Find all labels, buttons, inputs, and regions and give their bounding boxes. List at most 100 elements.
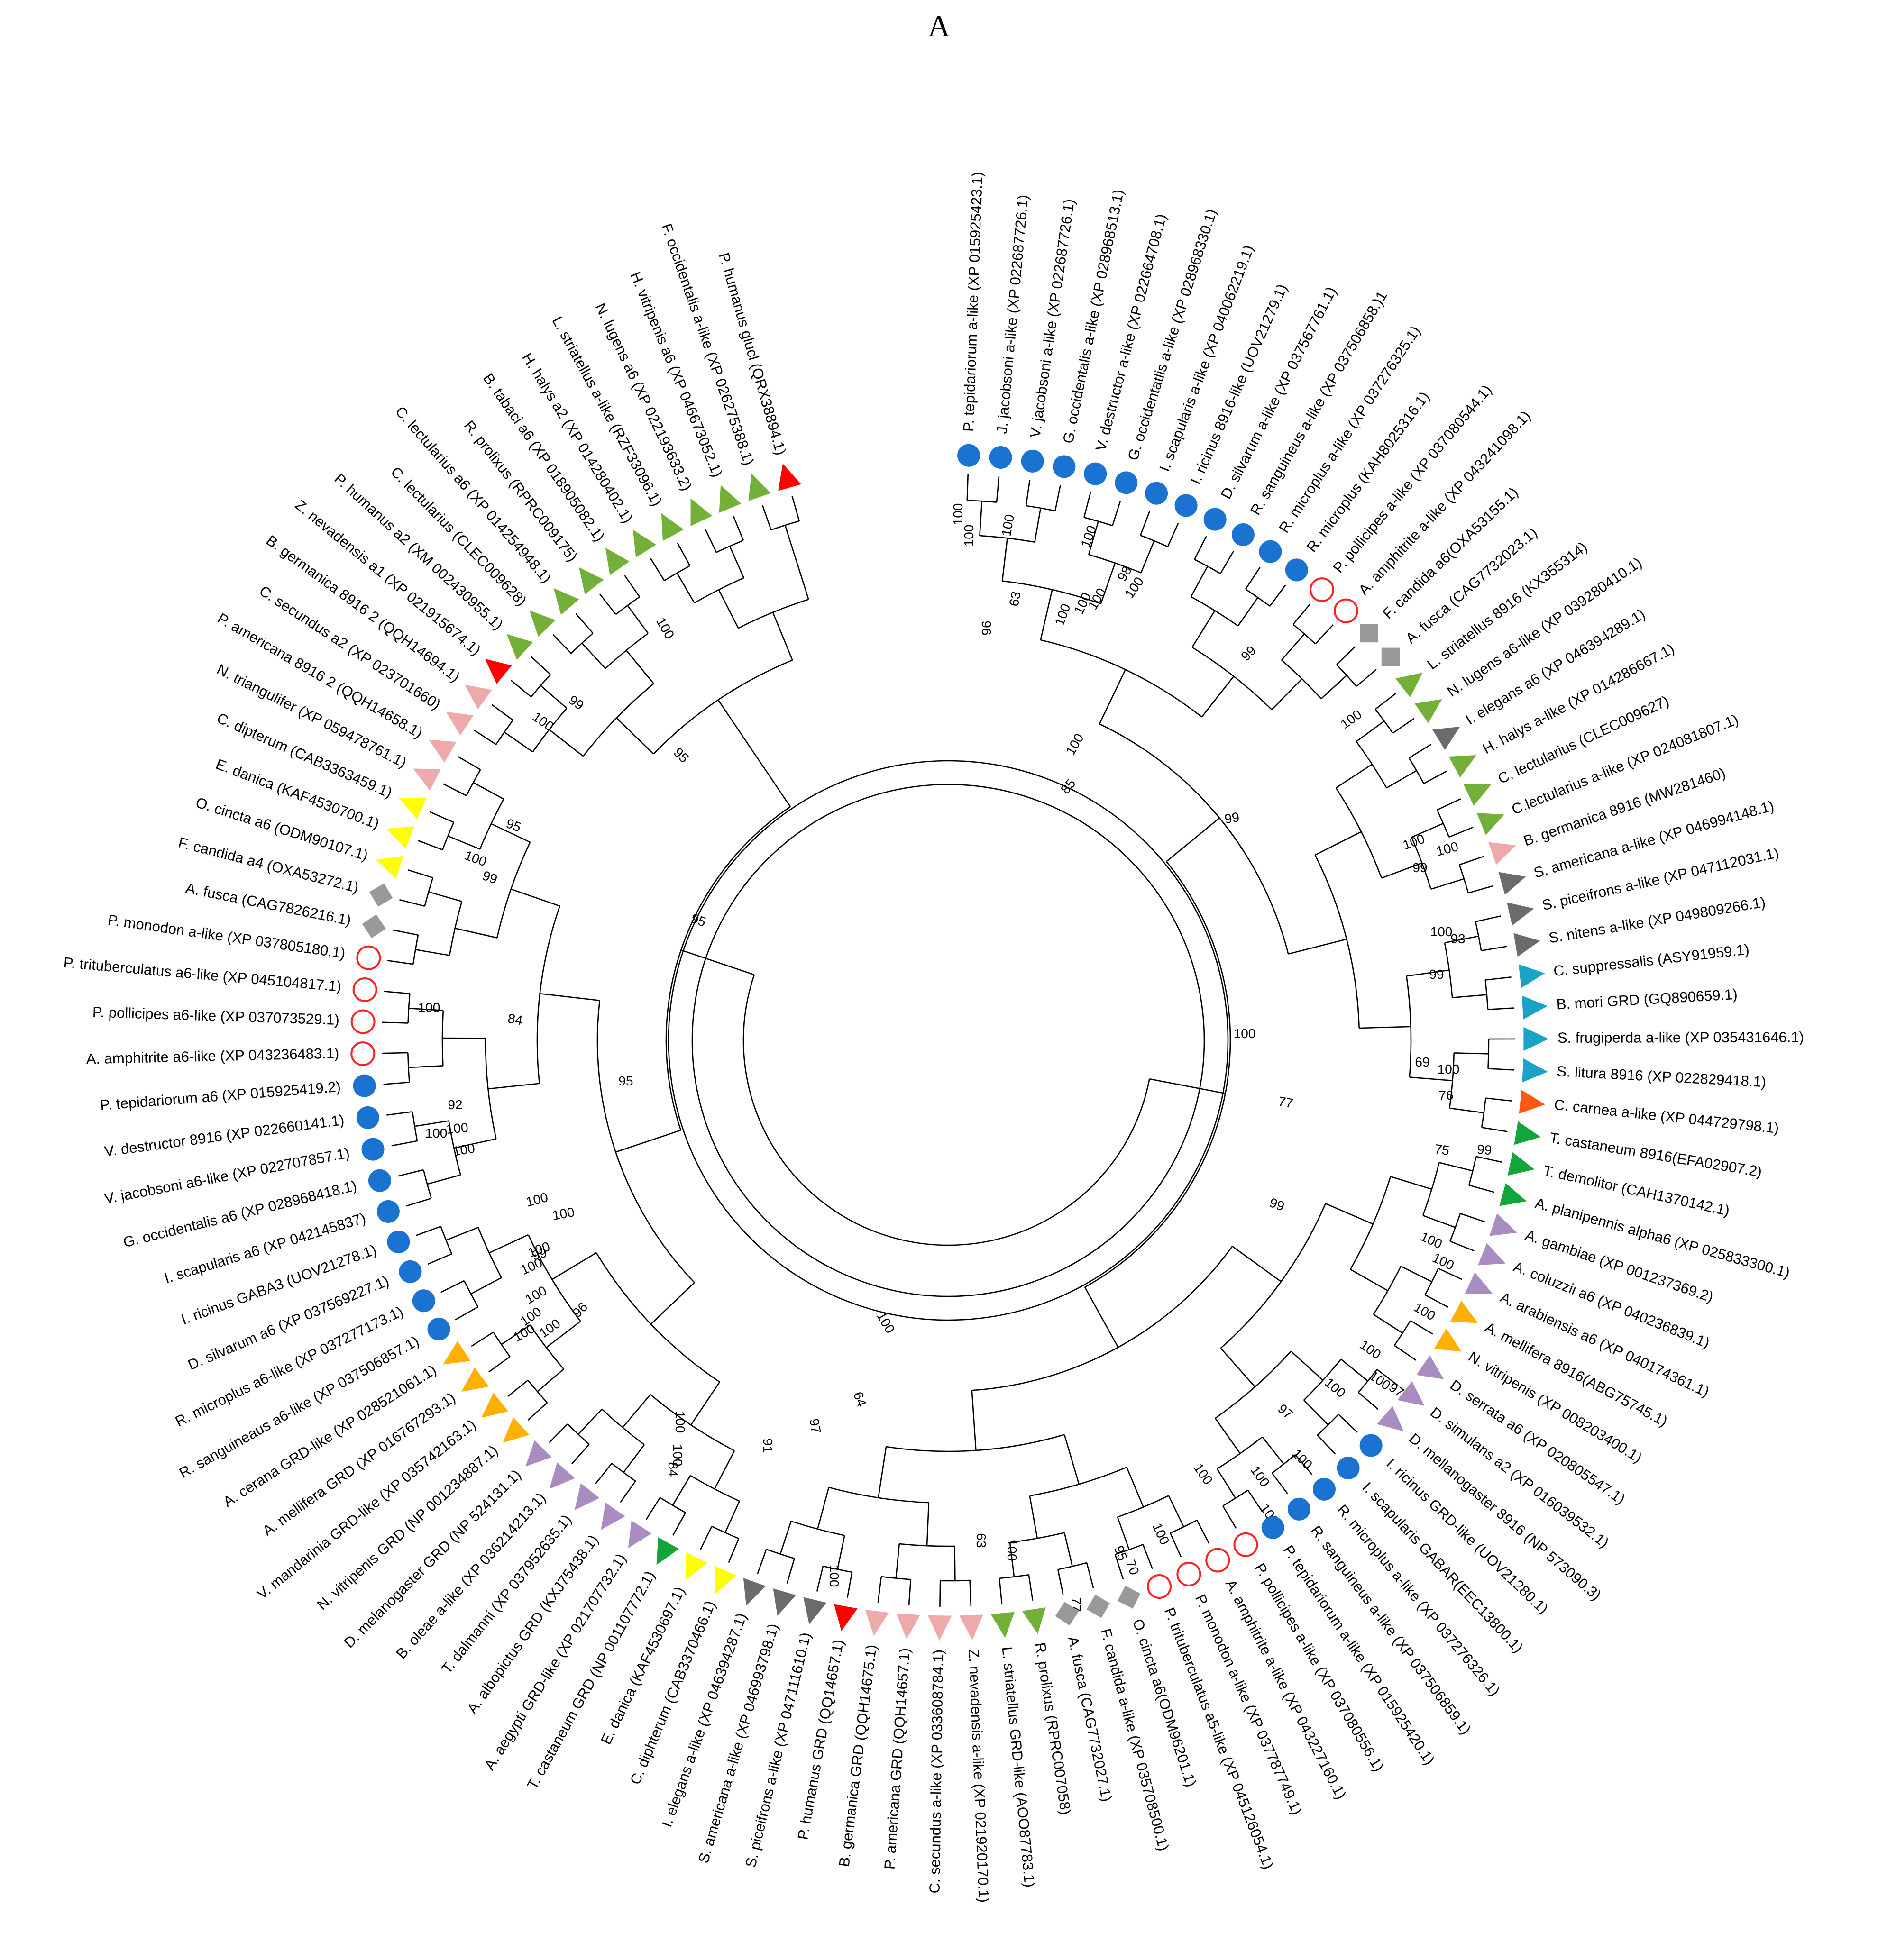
triangle-marker-icon xyxy=(525,1440,552,1467)
filled-circle-marker-icon xyxy=(387,1230,410,1253)
filled-circle-marker-icon xyxy=(376,1200,400,1223)
bootstrap-value: 99 xyxy=(480,868,499,887)
filled-circle-marker-icon xyxy=(1053,455,1076,478)
bootstrap-value: 85 xyxy=(1058,776,1079,797)
triangle-marker-icon xyxy=(579,567,604,594)
bootstrap-value: 100 xyxy=(1063,731,1087,757)
bootstrap-value: 95 xyxy=(618,1074,633,1088)
leaf-label: J. jacobsoni a-like (XP 022687726.1) xyxy=(993,194,1031,434)
triangle-marker-icon xyxy=(990,1612,1015,1638)
panel-label: A xyxy=(927,9,951,44)
leaf-label: R. prolixus (RPRC007058) xyxy=(1032,1641,1074,1816)
open-circle-marker-icon xyxy=(1233,1532,1258,1557)
bootstrap-value: 100 xyxy=(1234,1026,1256,1041)
filled-circle-marker-icon xyxy=(1337,1457,1360,1480)
open-circle-marker-icon xyxy=(1176,1561,1201,1586)
filled-circle-marker-icon xyxy=(1285,558,1308,582)
bootstrap-value: 100 xyxy=(1401,831,1427,853)
bootstrap-value: 97 xyxy=(1275,1401,1296,1422)
triangle-marker-icon xyxy=(529,610,556,637)
leaf-label: P. trituberculatus a6-like (XP 045104817… xyxy=(63,954,342,995)
leaf-node: J. jacobsoni a-like (XP 022687726.1) xyxy=(989,194,1032,469)
bootstrap-value: 93 xyxy=(1450,931,1465,946)
triangle-marker-icon xyxy=(1498,872,1526,895)
leaf-node: C. carnea a-like (XP 044729798.1) xyxy=(1519,1090,1780,1137)
leaf-label: A. amphitrite a6-like (XP 043236483.1) xyxy=(86,1045,339,1067)
triangle-marker-icon xyxy=(719,485,742,513)
triangle-marker-icon xyxy=(1450,1301,1478,1323)
triangle-marker-icon xyxy=(656,1537,679,1565)
leaf-node: P. pollicipes a6-like (XP 037073529.1) xyxy=(92,1003,376,1034)
triangle-marker-icon xyxy=(386,826,414,849)
bootstrap-value: 100 xyxy=(463,848,489,869)
triangle-marker-icon xyxy=(461,1367,489,1392)
bootstrap-value: 100 xyxy=(518,1304,544,1329)
bootstrap-value: 100 xyxy=(537,1316,563,1340)
leaf-label: F. candida a-like (XP 035708500.1) xyxy=(1098,1627,1173,1853)
triangle-marker-icon xyxy=(376,856,403,879)
bootstrap-value: 99 xyxy=(1223,810,1240,827)
filled-circle-marker-icon xyxy=(1021,449,1044,473)
bootstrap-value: 76 xyxy=(1438,1088,1453,1103)
bootstrap-value: 64 xyxy=(851,1390,870,1409)
leaf-node: A. amphitrite a6-like (XP 043236483.1) xyxy=(86,1041,376,1067)
triangle-marker-icon xyxy=(1463,784,1492,806)
filled-circle-marker-icon xyxy=(957,444,980,467)
bootstrap-value: 100 xyxy=(524,1190,550,1210)
bootstrap-value: 63 xyxy=(974,1533,989,1548)
bootstrap-value: 100 xyxy=(962,525,976,547)
triangle-marker-icon xyxy=(1432,726,1460,750)
triangle-marker-icon xyxy=(1448,755,1476,778)
leaf-node: D. melanogaster GRD (NP 524131.1) xyxy=(341,1440,552,1651)
triangle-marker-icon xyxy=(628,1521,652,1549)
leaf-label: C. carnea a-like (XP 044729798.1) xyxy=(1553,1096,1780,1137)
tree-branches xyxy=(382,474,1515,1607)
bootstrap-value: 100 xyxy=(1078,523,1099,549)
bootstrap-value: 99 xyxy=(1412,860,1427,875)
triangle-marker-icon xyxy=(503,1417,530,1443)
triangle-marker-icon xyxy=(1507,1152,1535,1176)
triangle-marker-icon xyxy=(1523,1027,1549,1051)
leaf-label: S. americana a-like (XP 046993798.1) xyxy=(695,1622,782,1865)
leaf-label: A. planipennis alpha6 (XP 025833300.1) xyxy=(1533,1194,1792,1281)
triangle-marker-icon xyxy=(1476,812,1505,835)
triangle-marker-icon xyxy=(1434,1328,1462,1352)
filled-circle-marker-icon xyxy=(1115,471,1138,494)
leaf-node: P. tepidariorum a-like (XP 015925423.1) xyxy=(957,172,986,467)
bootstrap-value: 100 xyxy=(999,513,1017,538)
filled-circle-marker-icon xyxy=(1174,494,1198,517)
triangle-marker-icon xyxy=(465,684,492,710)
triangle-marker-icon xyxy=(485,658,512,684)
square-marker-icon xyxy=(1381,647,1400,666)
leaf-label: P. tepidariorum a6 (XP 015925419.2) xyxy=(100,1078,341,1113)
bootstrap-value: 100 xyxy=(670,1444,685,1467)
leaf-label: B. mori GRD (GQ890659.1) xyxy=(1556,986,1738,1013)
leaf-node: L. striatellus GRD-like (AOO87783.1) xyxy=(990,1612,1038,1888)
bootstrap-value: 99 xyxy=(1238,643,1259,664)
triangle-marker-icon xyxy=(1416,1355,1444,1379)
triangle-marker-icon xyxy=(506,634,533,660)
triangle-marker-icon xyxy=(1377,1406,1404,1431)
leaf-node: S. frugiperda a-like (XP 035431646.1) xyxy=(1523,1027,1804,1051)
open-circle-marker-icon xyxy=(350,1009,376,1034)
triangle-marker-icon xyxy=(1488,842,1516,865)
diamond-marker-icon xyxy=(369,883,393,907)
bootstrap-value: 95 xyxy=(689,911,708,930)
triangle-marker-icon xyxy=(1397,1381,1425,1406)
diamond-marker-icon xyxy=(1055,1602,1079,1626)
bootstrap-value: 70 xyxy=(1123,1558,1142,1577)
bootstrap-value: 99 xyxy=(566,693,586,713)
leaf-node: P. humanus glucl (QRX38894.1) xyxy=(715,251,801,491)
bootstrap-value: 100 xyxy=(673,1411,687,1433)
leaf-node: C. suppressalis (ASY91959.1) xyxy=(1518,941,1750,988)
triangle-marker-icon xyxy=(553,588,579,615)
leaf-label: P. humanus glucl (QRX38894.1) xyxy=(715,251,789,457)
bootstrap-value: 100 xyxy=(446,1120,469,1137)
triangle-marker-icon xyxy=(661,513,684,541)
square-marker-icon xyxy=(1360,624,1378,643)
triangle-marker-icon xyxy=(632,529,657,557)
bootstrap-value: 100 xyxy=(1357,1337,1383,1362)
bootstrap-value: 100 xyxy=(1322,1375,1348,1401)
